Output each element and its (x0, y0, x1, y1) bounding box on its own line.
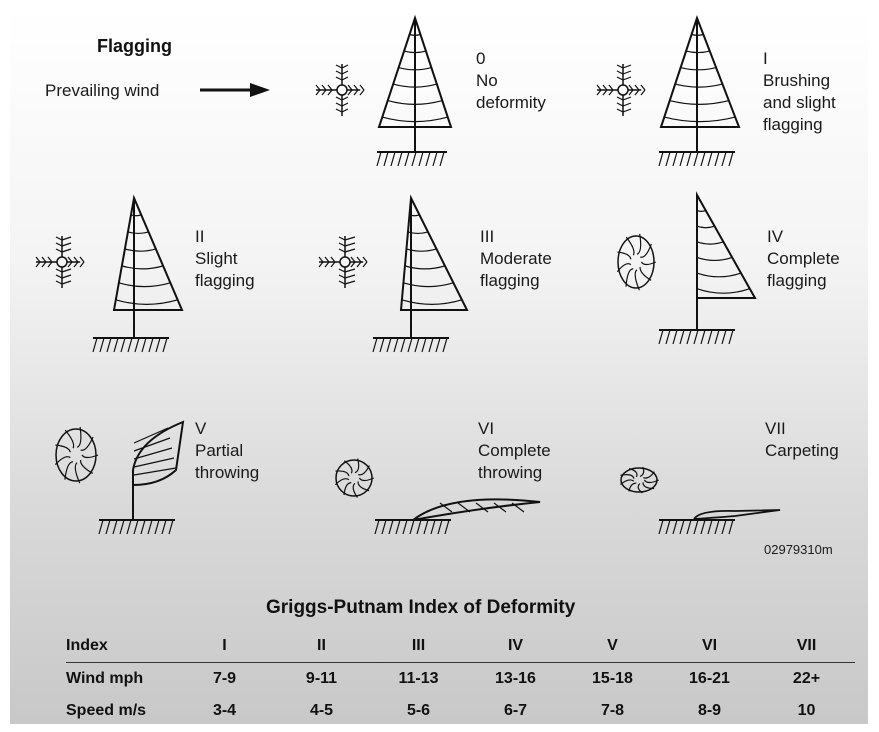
tree-stage-7 (693, 509, 781, 520)
table-cell: 16-21 (689, 670, 730, 687)
header-cell: V (564, 630, 661, 663)
table-cell: 3-4 (212, 702, 237, 719)
figure-code: 02979310m (764, 542, 833, 557)
tree-stage-0 (377, 14, 453, 152)
ground-icon-3 (372, 337, 449, 353)
stage-4-label: IV Complete flagging (767, 227, 840, 290)
stage-3-label: III Moderate flagging (480, 227, 552, 290)
wind-symbol-icon-3 (318, 236, 368, 288)
row-label: Speed m/s (66, 702, 147, 719)
header-cell: VI (661, 630, 758, 663)
wind-symbol-icon-0 (315, 64, 365, 116)
flagging-title: Flagging (97, 36, 172, 56)
table-cell: 5-6 (406, 702, 431, 719)
tree-stage-3 (399, 194, 469, 338)
ground-icon-7 (658, 519, 735, 535)
header-cell: Index (66, 630, 176, 663)
table-title: Griggs-Putnam Index of Deformity (266, 597, 576, 618)
wind-arrow (200, 83, 270, 97)
ground-icon-0 (376, 151, 447, 167)
header-cell: II (273, 630, 370, 663)
stage-7-label: VII Carpeting (765, 419, 839, 460)
table-cell: 9-11 (305, 670, 338, 687)
wind-symbol-icon-1 (596, 64, 646, 116)
tree-stage-4 (696, 191, 757, 330)
table-cell: 15-18 (592, 670, 633, 687)
ground-icon-5 (98, 519, 175, 535)
ground-icon-6 (374, 519, 451, 535)
header-cell: I (176, 630, 273, 663)
ground-icon-2 (92, 337, 169, 353)
leaning-crown-icon-6 (334, 458, 375, 498)
wind-symbol-icon-2 (35, 236, 85, 288)
ground-icon-1 (658, 151, 735, 167)
row-label: Wind mph (66, 670, 144, 687)
table-cell: 4-5 (309, 702, 334, 719)
table-cell: 10 (797, 702, 816, 719)
stage-2-label: II Slight flagging (195, 227, 255, 290)
table-row: Wind mph 7-9 9-11 11-13 13-16 15-18 16-2… (66, 663, 855, 696)
table-cell: 13-16 (495, 670, 536, 687)
header-cell: VII (758, 630, 855, 663)
tree-stage-5 (132, 420, 185, 520)
header-cell: IV (467, 630, 564, 663)
stage-1-label: I Brushing and slight flagging (763, 49, 836, 134)
table-cell: 22+ (792, 670, 821, 687)
ground-icon-4 (658, 329, 735, 345)
tree-stage-2 (112, 194, 184, 338)
stage-5-label: V Partial throwing (195, 419, 260, 482)
tree-stage-1 (659, 15, 741, 152)
table-cell: 8-9 (697, 702, 722, 719)
leaning-crown-icon-7 (619, 466, 660, 494)
header-cell: III (370, 630, 467, 663)
table-cell: 6-7 (503, 702, 528, 719)
tree-stage-6 (412, 498, 541, 521)
table-cell: 11-13 (398, 670, 439, 687)
table-cell: 7-9 (212, 670, 237, 687)
table-cell: 7-8 (600, 702, 625, 719)
leaning-crown-icon-4 (616, 233, 657, 291)
leaning-crown-icon-5 (54, 426, 99, 484)
stage-0-label: 0 No deformity (476, 49, 546, 112)
table-row: Speed m/s 3-4 4-5 5-6 6-7 7-8 8-9 10 (66, 695, 855, 727)
stage-6-label: VI Complete throwing (478, 419, 551, 482)
table-header-row: Index I II III IV V VI VII (66, 630, 855, 663)
index-table: Index I II III IV V VI VII Wind mph 7-9 … (66, 630, 855, 727)
prevailing-wind-label: Prevailing wind (45, 81, 160, 100)
